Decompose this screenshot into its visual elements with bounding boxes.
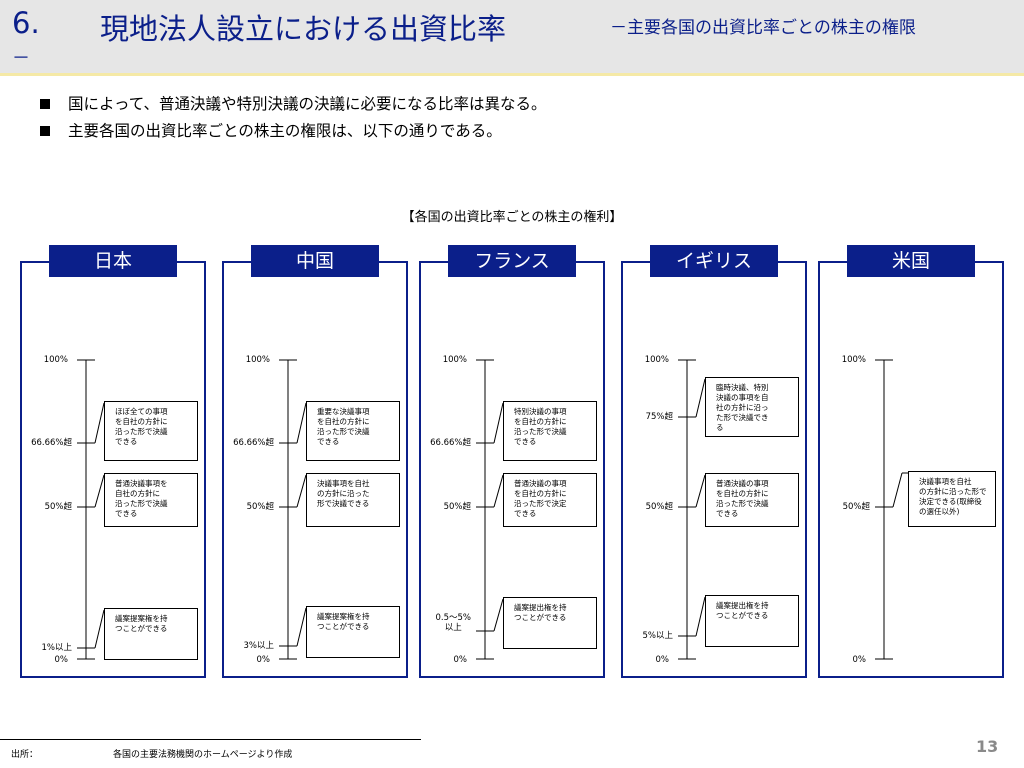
connector-diagonal [493, 474, 504, 508]
percentage-axis [476, 359, 504, 660]
percentage-axis [875, 359, 908, 660]
rights-box: 普通決議事項を 自社の方針に 沿った形で決議 できる [104, 473, 198, 527]
axis-label-top: 100% [245, 355, 270, 365]
bullet-square-icon [40, 99, 50, 109]
percentage-axis [678, 359, 706, 660]
axis-label-top: 100% [841, 355, 866, 365]
connector-diagonal [493, 598, 504, 632]
connector-diagonal [493, 402, 504, 444]
panel-title-tab: 米国 [847, 245, 975, 277]
threshold-label: 3%以上 [243, 641, 275, 651]
axis-label-bottom: 0% [852, 655, 867, 665]
country-panel: 100% 0% 66.66%超 ほぼ全ての事項 を自社の方針に 沿った形で決議 できる… [20, 261, 206, 678]
percentage-axis [279, 359, 307, 660]
threshold-label: 50%超 [645, 502, 673, 512]
rights-box: 議案提出権を持 つことができる [705, 595, 799, 647]
panel-title-tab: 日本 [49, 245, 177, 277]
threshold-label: 50%超 [842, 502, 870, 512]
connector-diagonal [94, 402, 105, 444]
source-text: 各国の主要法務機関のホームページより作成 [113, 750, 293, 760]
connector-diagonal [296, 607, 307, 647]
section-number: 6. [12, 6, 40, 40]
connector-diagonal [695, 596, 706, 637]
threshold-label: 66.66%超 [233, 438, 274, 448]
page-number: 13 [976, 737, 999, 756]
threshold-label: 50%超 [246, 502, 274, 512]
bullet-item: 国によって、普通決議や特別決議の決議に必要になる比率は異なる。 [40, 93, 547, 120]
panel-title-tab: フランス [448, 245, 576, 277]
rights-box: 重要な決議事項 を自社の方針に 沿った形で決議 できる [306, 401, 400, 461]
axis-label-bottom: 0% [453, 655, 468, 665]
country-panel: 100% 0% 75%超 臨時決議、特別 決議の事項を自 社の方針に沿っ た形で決議で… [621, 261, 807, 678]
header-rule [0, 73, 1024, 76]
bullet-square-icon [40, 126, 50, 136]
axis-label-bottom: 0% [655, 655, 670, 665]
threshold-label: 66.66%超 [430, 438, 471, 448]
axis-label-bottom: 0% [256, 655, 271, 665]
rights-box: ほぼ全ての事項 を自社の方針に 沿った形で決議 できる [104, 401, 198, 461]
threshold-label: 5%以上 [642, 631, 674, 641]
rights-box: 臨時決議、特別 決議の事項を自 社の方針に沿っ た形で決議でき る [705, 377, 799, 437]
country-panel: 100% 0% 50%超 決議事項を自社 の方針に沿った形で 決定できる(取締役 の選… [818, 261, 1004, 678]
rights-box: 特別決議の事項 を自社の方針に 沿った形で決議 できる [503, 401, 597, 461]
axis-label-top: 100% [442, 355, 467, 365]
connector-diagonal [94, 474, 105, 508]
connector-diagonal [296, 402, 307, 444]
connector-diagonal [695, 378, 706, 418]
rights-box: 決議事項を自社 の方針に沿った形で 決定できる(取締役 の選任以外) [908, 471, 996, 527]
connector-diagonal [892, 472, 903, 508]
country-panel: 100% 0% 66.66%超 重要な決議事項 を自社の方針に 沿った形で決議 できる… [222, 261, 408, 678]
page-title: 現地法人設立における出資比率 [100, 12, 507, 46]
bullet-text: 国によって、普通決議や特別決議の決議に必要になる比率は異なる。 [68, 95, 547, 113]
axis-label-bottom: 0% [54, 655, 69, 665]
rights-box: 議案提案権を持 つことができる [104, 608, 198, 660]
threshold-label: 50%超 [443, 502, 471, 512]
source-label: 出所： [11, 750, 39, 760]
threshold-label: 1%以上 [41, 643, 73, 653]
rights-box: 普通決議の事項 を自社の方針に 沿った形で決議 できる [705, 473, 799, 527]
axis-label-top: 100% [43, 355, 68, 365]
page-subtitle: －主要各国の出資比率ごとの株主の権限 [610, 18, 916, 38]
country-panel: 100% 0% 66.66%超 特別決議の事項 を自社の方針に 沿った形で決議 できる… [419, 261, 605, 678]
rights-box: 決議事項を自社 の方針に沿った 形で決議できる [306, 473, 400, 527]
axis-label-top: 100% [644, 355, 669, 365]
rights-box: 議案提出権を持 つことができる [503, 597, 597, 649]
bullet-text: 主要各国の出資比率ごとの株主の権限は、以下の通りである。 [68, 122, 502, 140]
diagram-title: 【各国の出資比率ごとの株主の権利】 [401, 210, 623, 225]
subtitle-dash: － [12, 48, 30, 69]
connector-diagonal [94, 609, 105, 649]
threshold-label: 75%超 [645, 412, 673, 422]
percentage-axis [77, 359, 105, 660]
header-bar [0, 0, 1024, 74]
panel-title-tab: イギリス [650, 245, 778, 277]
connector-diagonal [296, 474, 307, 508]
bullet-item: 主要各国の出資比率ごとの株主の権限は、以下の通りである。 [40, 120, 547, 147]
threshold-label: 0.5～5% 以上 [435, 613, 471, 633]
rights-box: 議案提案権を持 つことができる [306, 606, 400, 658]
connector-diagonal [695, 474, 706, 508]
bullet-list: 国によって、普通決議や特別決議の決議に必要になる比率は異なる。 主要各国の出資比… [40, 93, 547, 147]
rights-box: 普通決議の事項 を自社の方針に 沿った形で決定 できる [503, 473, 597, 527]
threshold-label: 66.66%超 [31, 438, 72, 448]
footer-rule [0, 739, 421, 740]
panel-title-tab: 中国 [251, 245, 379, 277]
threshold-label: 50%超 [44, 502, 72, 512]
